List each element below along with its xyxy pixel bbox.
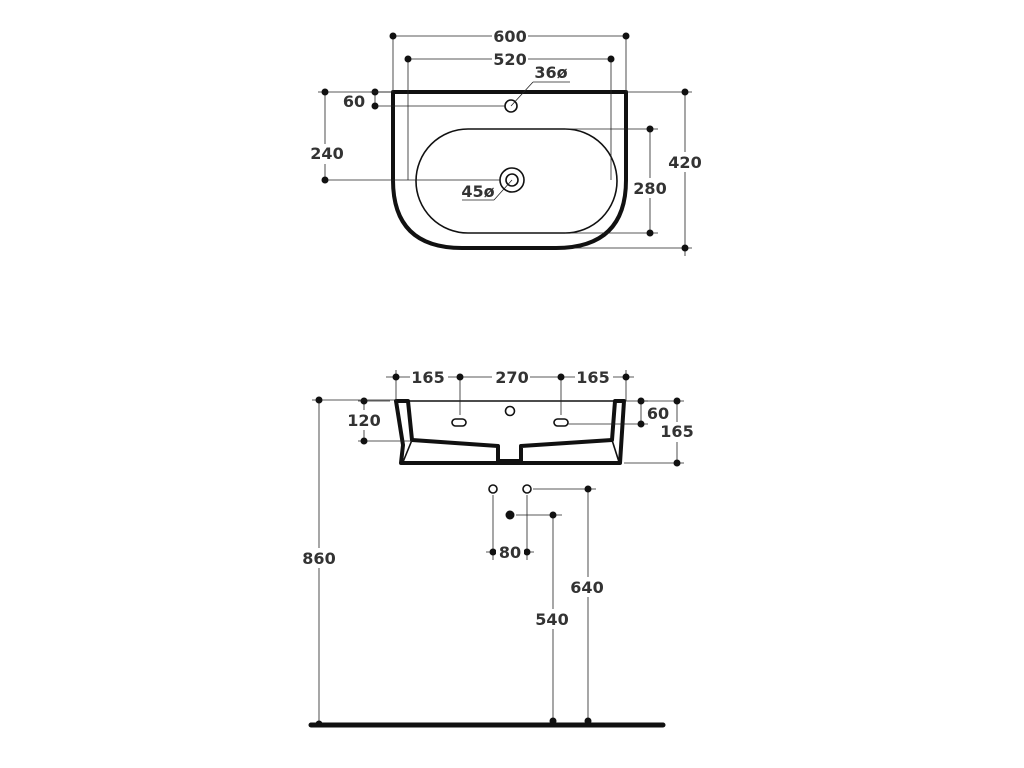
top-view: 600 520 36ø 60 xyxy=(306,26,704,256)
drain-inner-icon xyxy=(505,173,519,187)
label-bowl-depth: 280 xyxy=(633,179,666,198)
label-tap-hole: 36ø xyxy=(534,63,567,82)
bowl-outline xyxy=(415,128,618,234)
label-overall-width: 600 xyxy=(493,27,526,46)
label-install-height: 860 xyxy=(302,549,335,568)
dim-waste-height: 540 xyxy=(516,511,573,725)
label-supply-spacing: 80 xyxy=(499,543,521,562)
dim-drain-offset: 240 xyxy=(306,88,500,184)
label-inner-width: 520 xyxy=(493,50,526,69)
label-drain-hole: 45ø xyxy=(461,182,494,201)
label-basin-height: 165 xyxy=(660,422,693,441)
drain-outer-icon xyxy=(499,167,525,193)
left-fixing-hole-icon xyxy=(451,418,467,427)
dim-overall-depth: 420 xyxy=(570,88,704,256)
dim-inner-width: 520 xyxy=(404,49,615,180)
label-fix-spacing: 270 xyxy=(495,368,528,387)
supply-left-icon xyxy=(488,484,498,494)
supply-right-icon xyxy=(522,484,532,494)
dim-fixing-spacing: 165 270 165 xyxy=(386,367,634,415)
dim-tap-hole: 36ø xyxy=(510,63,570,107)
dim-drain-hole: 45ø xyxy=(461,179,513,201)
waste-outlet-icon xyxy=(505,510,515,520)
left-edge-line xyxy=(402,439,413,463)
dim-supply-height: 640 xyxy=(533,485,608,725)
label-fix-height: 120 xyxy=(347,411,380,430)
dim-fix-height: 120 xyxy=(346,397,412,445)
basin-outline-front xyxy=(394,399,626,465)
label-top-offset: 60 xyxy=(647,404,669,423)
label-right-fix: 165 xyxy=(576,368,609,387)
front-view: 165 270 165 120 60 xyxy=(300,367,697,728)
tap-hole-front-icon xyxy=(504,405,516,417)
dim-basin-height: 165 xyxy=(624,397,697,467)
right-fixing-hole-icon xyxy=(553,418,569,427)
right-edge-line xyxy=(611,439,620,463)
label-left-fix: 165 xyxy=(411,368,444,387)
basin-outline-top xyxy=(391,90,628,250)
dim-top-offset: 60 xyxy=(568,397,669,428)
dim-supply-spacing: 80 xyxy=(486,495,534,562)
dim-tap-offset: 60 xyxy=(343,88,505,111)
label-waste-height: 540 xyxy=(535,610,568,629)
label-supply-height: 640 xyxy=(570,578,603,597)
dim-bowl-depth: 280 xyxy=(565,125,670,237)
dim-install-height: 860 xyxy=(300,396,396,728)
label-drain-offset: 240 xyxy=(310,144,343,163)
label-overall-depth: 420 xyxy=(668,153,701,172)
label-tap-offset: 60 xyxy=(343,92,365,111)
dim-overall-width: 600 xyxy=(389,26,630,92)
